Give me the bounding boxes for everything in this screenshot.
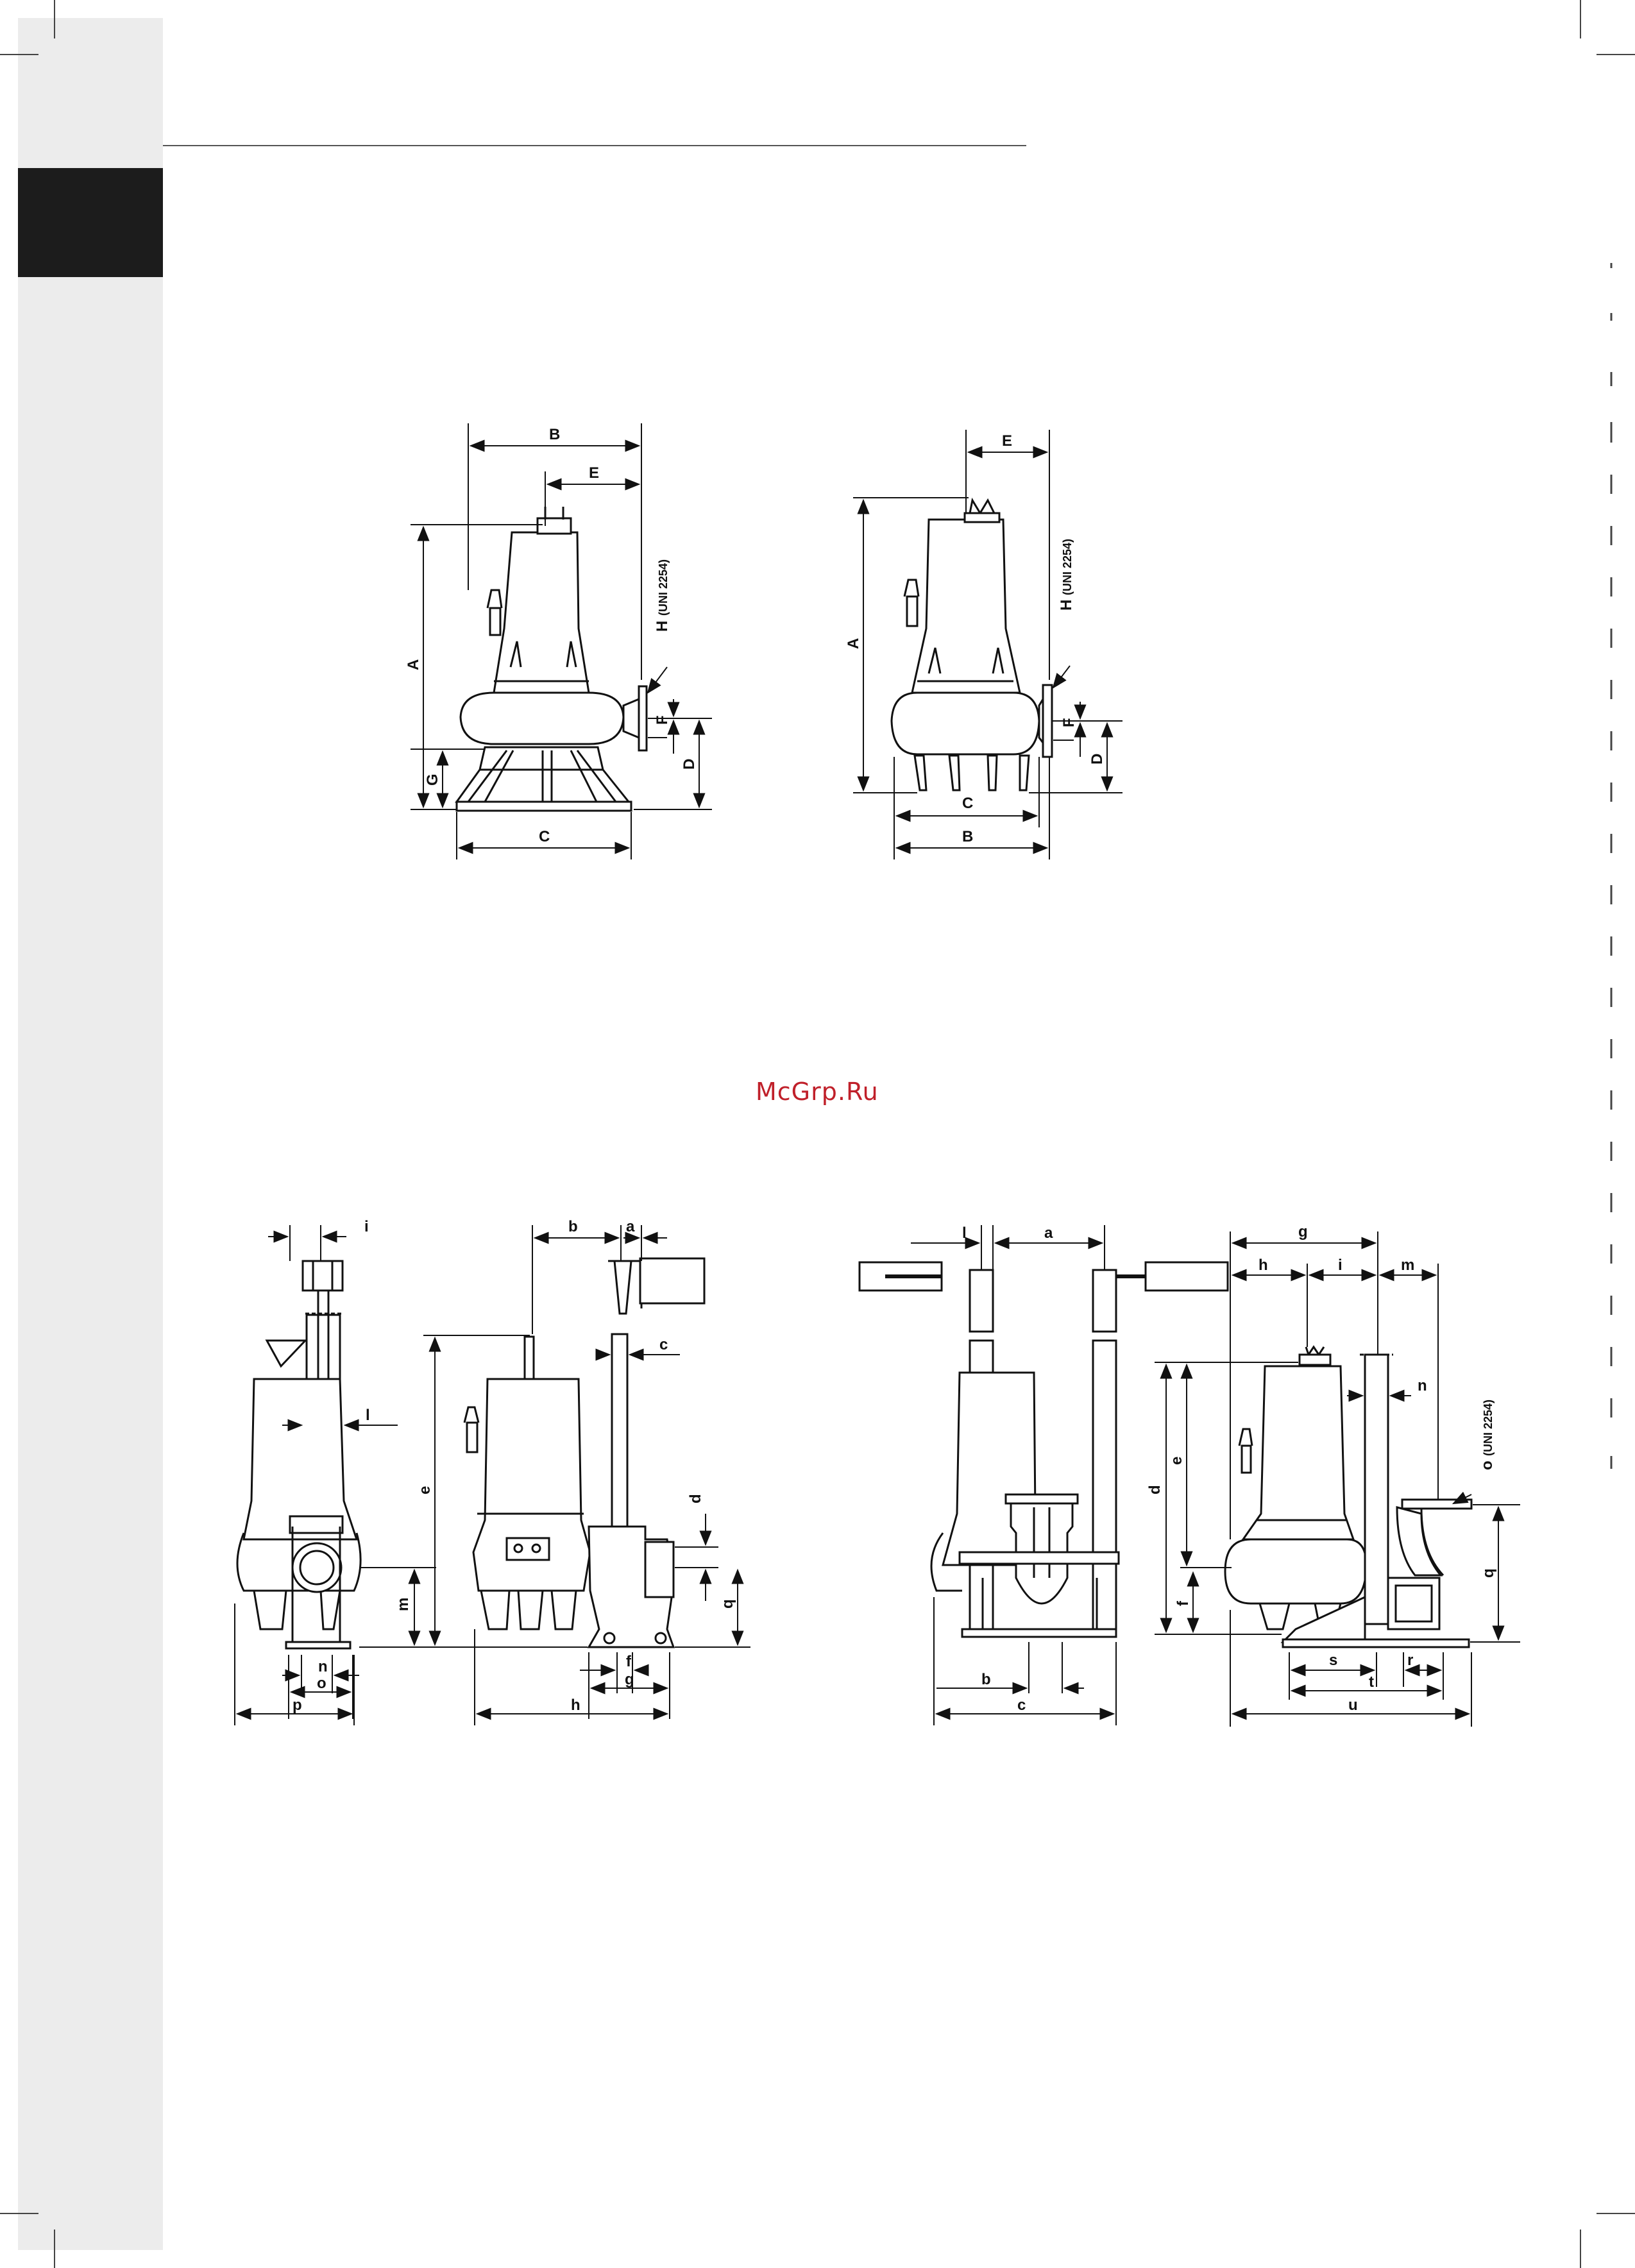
- label-a: a: [1044, 1224, 1053, 1242]
- label-a: a: [626, 1218, 635, 1235]
- label-h: h: [1258, 1257, 1268, 1274]
- label-A: A: [405, 659, 422, 670]
- label-p: p: [292, 1697, 302, 1714]
- pump-on-stand-drawing: [457, 507, 647, 811]
- label-h: h: [571, 1697, 580, 1714]
- guide-rail-side-drawing: [464, 1258, 704, 1647]
- label-m: m: [1401, 1257, 1414, 1274]
- label-D: D: [681, 759, 698, 770]
- label-o: o: [1478, 1460, 1496, 1470]
- label-t: t: [1369, 1673, 1374, 1691]
- label-H: H: [654, 621, 671, 632]
- label-f: f: [1174, 1600, 1192, 1606]
- label-i: i: [1338, 1257, 1343, 1274]
- base-elbow-side-drawing: [1225, 1347, 1471, 1647]
- label-C: C: [539, 828, 550, 845]
- label-m: m: [394, 1598, 412, 1611]
- label-H-standard: (UNI 2254): [657, 559, 670, 616]
- label-s: s: [1329, 1652, 1337, 1669]
- label-A: A: [845, 638, 862, 649]
- label-o-standard: (UNI 2254): [1482, 1400, 1495, 1456]
- label-F: F: [1060, 718, 1078, 727]
- label-u: u: [1348, 1697, 1358, 1714]
- label-r: r: [1407, 1652, 1413, 1669]
- label-B: B: [962, 828, 973, 845]
- label-l: l: [962, 1224, 967, 1242]
- label-q: q: [719, 1599, 736, 1609]
- label-g: g: [625, 1671, 634, 1688]
- label-G: G: [424, 774, 441, 786]
- label-q: q: [1480, 1568, 1497, 1578]
- label-b: b: [981, 1671, 991, 1688]
- label-n: n: [1418, 1377, 1427, 1394]
- label-d: d: [1146, 1485, 1164, 1494]
- label-H: H: [1058, 600, 1075, 611]
- label-E: E: [589, 464, 599, 482]
- label-C: C: [962, 795, 973, 812]
- label-H-standard: (UNI 2254): [1061, 539, 1074, 595]
- dual-rail-front-drawing: [860, 1262, 1228, 1637]
- label-d: d: [687, 1494, 704, 1503]
- label-F: F: [654, 715, 671, 725]
- label-n: n: [318, 1658, 328, 1675]
- guide-rail-front-drawing: [237, 1261, 360, 1648]
- label-o: o: [317, 1675, 326, 1692]
- label-e: e: [416, 1486, 434, 1494]
- pump-on-feet-drawing: [892, 500, 1052, 790]
- label-b: b: [568, 1218, 578, 1235]
- label-D: D: [1089, 754, 1106, 765]
- label-c: c: [1017, 1697, 1026, 1714]
- label-f: f: [626, 1653, 632, 1670]
- label-i: i: [364, 1218, 369, 1235]
- label-c: c: [659, 1336, 668, 1353]
- label-l: l: [366, 1407, 370, 1424]
- label-e: e: [1168, 1457, 1185, 1465]
- label-B: B: [549, 426, 560, 443]
- label-E: E: [1002, 432, 1012, 450]
- label-g: g: [1298, 1223, 1308, 1240]
